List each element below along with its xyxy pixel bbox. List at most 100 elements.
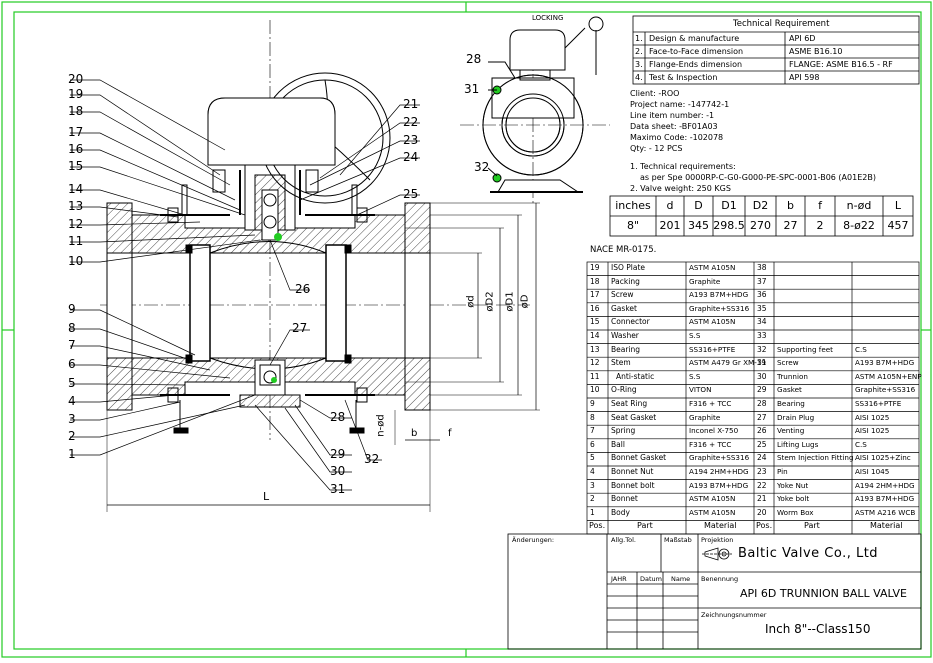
tech-req-title: Technical Requirement (733, 19, 830, 29)
parts-name: Seat Ring (611, 399, 648, 408)
callout-number: 9 (68, 302, 76, 316)
callout-number: 8 (68, 321, 76, 335)
order-info-line: Maximo Code: -102078 (630, 133, 724, 142)
parts-material: C.S (855, 439, 867, 449)
parts-name: Yoke bolt (777, 494, 810, 504)
tech-req-item: Design & manufacture (649, 34, 740, 43)
parts-pos: 19 (590, 263, 600, 272)
tech-req-no: 3. (635, 60, 643, 69)
callout-number: 14 (68, 182, 84, 196)
parts-material: A194 2HM+HDG (855, 480, 915, 490)
parts-name: Bonnet Nut (611, 467, 654, 476)
parts-footer-material: Material (704, 521, 737, 531)
parts-material: ASTM A105N (689, 494, 736, 504)
parts-name: Bearing (611, 344, 641, 354)
changes-label: Änderungen: (512, 536, 555, 544)
title-block-grid (507, 533, 922, 650)
nace-note: NACE MR-0175. (590, 245, 657, 255)
dim-d-label: ød (465, 295, 477, 308)
dim-table-header: b (787, 199, 794, 212)
callout-number: 15 (68, 159, 84, 173)
parts-pos: 30 (757, 371, 767, 381)
drawing-number-label: Zeichnungsnummer (701, 611, 767, 619)
dim-b-label: b (411, 428, 418, 439)
parts-name: ISO Plate (611, 263, 646, 272)
parts-name: Packing (611, 276, 640, 286)
parts-name: Bonnet Gasket (611, 453, 667, 463)
callout-number: 7 (68, 338, 76, 352)
parts-material: A194 2HM+HDG (689, 467, 749, 476)
parts-material: F316 + TCC (689, 439, 732, 449)
parts-material: A193 B7M+HDG (689, 290, 749, 300)
parts-pos: 7 (590, 426, 595, 436)
parts-pos: 1 (590, 507, 595, 517)
parts-material: Graphite+SS316 (855, 385, 916, 395)
parts-material: ASTM A479 Gr XM-19 (689, 358, 766, 368)
parts-pos: 8 (590, 412, 595, 422)
callout-number: 13 (68, 199, 84, 213)
parts-pos: 15 (590, 317, 600, 327)
parts-pos: 26 (757, 426, 767, 436)
parts-name: Bearing (777, 399, 805, 408)
callout-number: 27 (292, 321, 308, 335)
dim-D1-label: øD1 (504, 291, 516, 312)
parts-footer-part: Part (804, 521, 820, 531)
parts-material: AISI 1025 (855, 426, 890, 436)
parts-pos: 36 (757, 290, 767, 300)
callout-number: 1 (68, 447, 76, 461)
callout-number: 31 (464, 82, 480, 96)
note-line: 1. Technical requirements: (630, 162, 736, 171)
projection-label: Projektion (701, 536, 734, 544)
parts-pos: 10 (590, 385, 600, 395)
callout-number: 32 (364, 452, 380, 466)
callout-number: 20 (68, 72, 84, 86)
dim-D2-label: øD2 (484, 291, 496, 312)
tech-req-item: Face-to-Face dimension (649, 47, 744, 56)
parts-material: A193 B7M+HDG (855, 494, 915, 504)
parts-pos: 25 (757, 439, 767, 449)
parts-pos: 34 (757, 317, 767, 327)
front-section-view (100, 20, 540, 512)
parts-name: Worm Box (777, 507, 814, 517)
callout-number: 5 (68, 376, 76, 390)
parts-pos: 21 (757, 494, 767, 504)
order-info-line: Line item number: -1 (630, 111, 715, 120)
dim-table-grid (609, 195, 914, 237)
parts-pos: 32 (757, 344, 767, 354)
parts-material: AISI 1025+Zinc (855, 453, 911, 463)
parts-name: Lifting Lugs (777, 439, 819, 449)
order-info-line: Project name: -147742-1 (630, 100, 730, 109)
callout-number: 31 (330, 482, 346, 496)
callout-number: 30 (330, 464, 346, 478)
parts-material: A193 B7M+HDG (855, 358, 915, 368)
dim-table-header: L (894, 199, 902, 212)
order-info-line: Data sheet: -BF01A03 (630, 122, 718, 131)
parts-pos: 20 (757, 507, 767, 517)
parts-pos: 24 (757, 453, 767, 463)
tech-req-value: API 598 (789, 73, 820, 82)
dim-table-header: f (818, 199, 822, 212)
parts-pos: 14 (590, 331, 600, 340)
parts-footer-pos: Pos. (589, 521, 606, 531)
parts-name: Body (611, 507, 630, 517)
parts-name: Ball (611, 439, 625, 449)
parts-name: Stem Injection Fitting (777, 453, 854, 463)
parts-material: AISI 1025 (855, 412, 890, 422)
callout-number: 21 (403, 97, 419, 111)
date-label: Datum (640, 575, 662, 583)
callout-number: 19 (68, 87, 84, 101)
callout-number: 18 (68, 104, 84, 118)
callout-number: 22 (403, 115, 419, 129)
dim-table-cell: 2 (816, 219, 824, 232)
parts-name: Venting (777, 426, 805, 436)
tech-req-no: 1. (635, 34, 643, 43)
callout-number: 32 (474, 160, 490, 174)
callout-number: 4 (68, 394, 76, 408)
parts-material: Graphite (689, 412, 721, 422)
tech-req-item: Flange-Ends dimension (649, 60, 743, 69)
dim-L-label: L (263, 490, 270, 503)
callout-number: 16 (68, 142, 84, 156)
side-view (460, 16, 610, 205)
